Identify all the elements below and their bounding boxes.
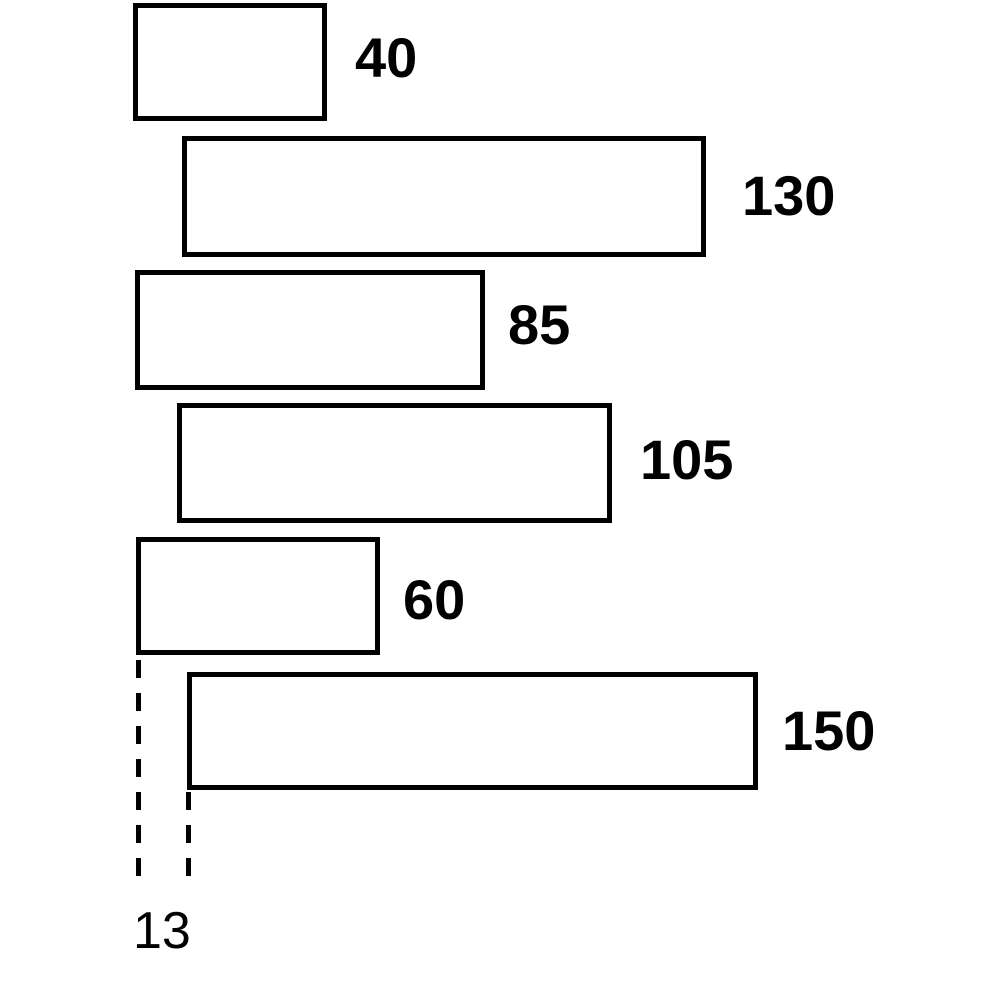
bar-rect-130 <box>182 136 706 257</box>
dashed-guide-line-1 <box>136 660 141 890</box>
bar-rect-40 <box>133 3 327 121</box>
bar-value-label: 85 <box>508 293 571 356</box>
bar-value-label: 105 <box>640 428 734 491</box>
bar-value-label: 60 <box>403 568 466 631</box>
bar-rect-60 <box>136 537 380 655</box>
bar-value-label: 130 <box>742 164 836 227</box>
bar-rect-85 <box>135 270 485 390</box>
offset-annotation-label: 13 <box>133 902 191 960</box>
bar-value-label: 150 <box>782 699 876 762</box>
dashed-guide-line-2 <box>186 792 191 876</box>
bar-value-label: 40 <box>355 26 418 89</box>
bar-rect-150 <box>187 672 758 790</box>
bar-rect-105 <box>177 403 612 523</box>
